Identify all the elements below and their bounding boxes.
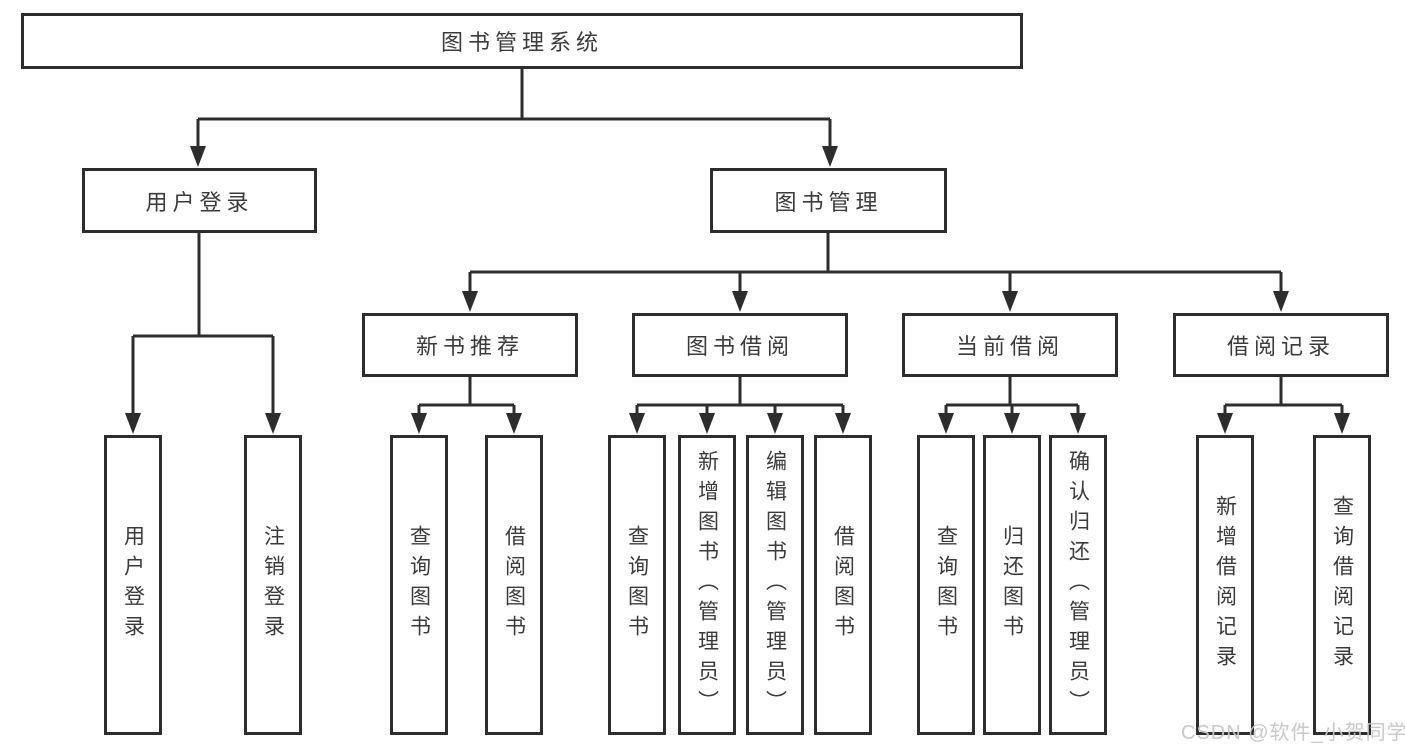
node-label: 用户登录 [121,525,145,645]
node-borrowing-records: 借阅记录 [1173,313,1389,377]
node-label: 借阅记录 [1226,334,1335,359]
node-library-management-system: 图书管理系统 [21,13,1023,69]
leaf-add-books-admin: 新增图书（管理员） [678,435,736,735]
node-book-management: 图书管理 [710,168,947,233]
node-label: 注销登录 [261,525,285,645]
leaf-query-books-recommend: 查询图书 [390,435,448,735]
node-label: 编辑图书（管理员） [763,450,787,720]
node-user-login: 用户登录 [82,168,317,233]
node-label: 查询借阅记录 [1330,495,1354,675]
leaf-confirm-return-admin: 确认归还（管理员） [1049,435,1107,735]
node-label: 新增图书（管理员） [695,450,719,720]
node-label: 查询图书 [934,525,958,645]
leaf-query-books-borrow: 查询图书 [608,435,666,735]
node-book-borrowing: 图书借阅 [632,313,848,377]
node-label: 归还图书 [1000,525,1024,645]
node-label: 图书借阅 [685,334,794,359]
node-label: 查询图书 [407,525,431,645]
node-label: 新书推荐 [415,334,524,359]
leaf-borrow-books: 借阅图书 [814,435,872,735]
node-label: 图书管理系统 [440,30,603,55]
leaf-add-borrow-record: 新增借阅记录 [1196,435,1254,735]
leaf-query-borrow-record: 查询借阅记录 [1313,435,1371,735]
node-label: 用户登录 [145,189,254,215]
arrowheads [125,146,1350,434]
node-label: 确认归还（管理员） [1066,450,1090,720]
node-label: 当前借阅 [955,334,1064,359]
leaf-return-books: 归还图书 [983,435,1041,735]
leaf-borrow-books-recommend: 借阅图书 [485,435,543,735]
csdn-watermark: CSDN @软件_小贺同学 [1181,722,1405,744]
node-label: 借阅图书 [831,525,855,645]
node-current-borrowing: 当前借阅 [902,313,1118,377]
leaf-user-login: 用户登录 [104,435,162,735]
leaf-edit-books-admin: 编辑图书（管理员） [746,435,804,735]
node-label: 借阅图书 [502,525,526,645]
node-label: 新增借阅记录 [1213,495,1237,675]
leaf-query-books-current: 查询图书 [917,435,975,735]
node-label: 图书管理 [774,189,883,215]
node-new-book-recommendation: 新书推荐 [362,313,578,377]
node-label: 查询图书 [625,525,649,645]
leaf-logout: 注销登录 [244,435,302,735]
